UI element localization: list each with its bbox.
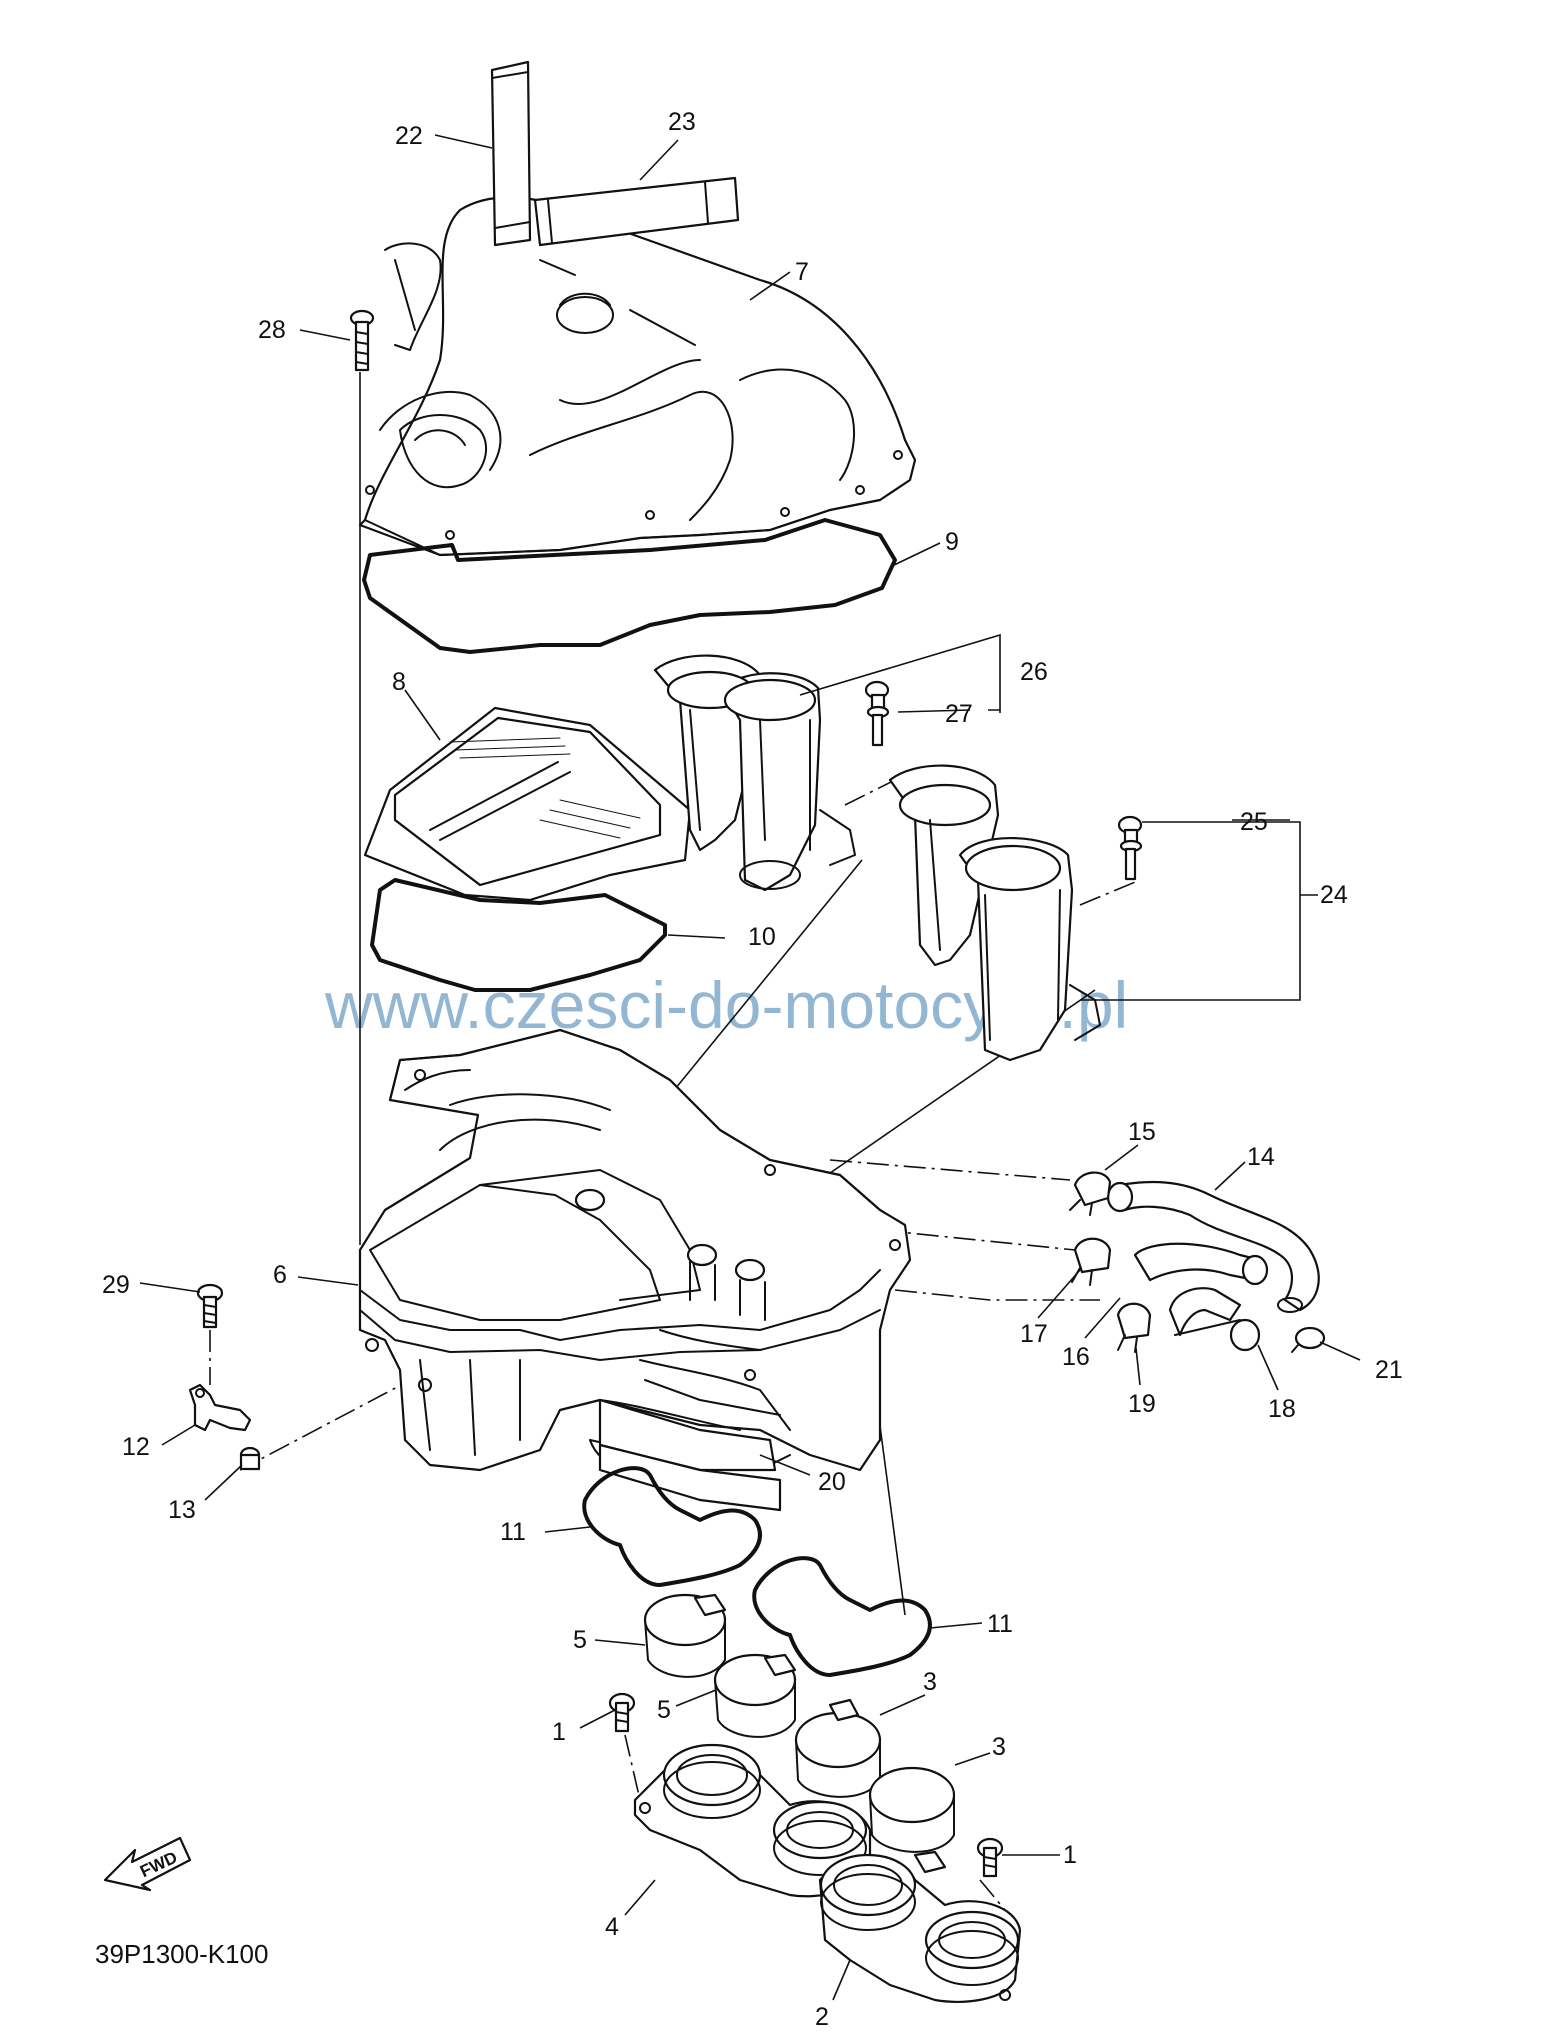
callout-25: 25 (1240, 808, 1268, 836)
callout-22: 22 (395, 122, 423, 150)
hose-14 (1106, 1180, 1320, 1313)
nut-13 (239, 1446, 261, 1471)
callout-15: 15 (1128, 1118, 1156, 1146)
callout-2: 2 (815, 2003, 829, 2031)
screw-1-left (608, 1692, 636, 1733)
callout-28: 28 (258, 316, 286, 344)
gasket-11-left (582, 1466, 762, 1587)
screw-29 (196, 1283, 224, 1329)
air-filter-element-8 (363, 706, 692, 902)
gasket-11-right (752, 1556, 932, 1677)
callout-3-upper: 3 (923, 1668, 937, 1696)
callout-27: 27 (945, 700, 973, 728)
clamp-5-lower (713, 1653, 797, 1738)
funnel-26 (653, 654, 856, 892)
screw-28 (349, 309, 375, 372)
clamp-15 (1069, 1171, 1112, 1216)
funnel-24 (888, 764, 1101, 1062)
fwd-arrow-icon: FWD (103, 1836, 192, 1892)
gasket-10 (370, 878, 667, 992)
screw-25 (1117, 815, 1143, 881)
callout-4: 4 (605, 1913, 619, 1941)
callout-26: 26 (1020, 658, 1048, 686)
callout-21: 21 (1375, 1356, 1403, 1384)
callout-17: 17 (1020, 1320, 1048, 1348)
callout-12: 12 (122, 1433, 150, 1461)
gasket-9 (362, 518, 897, 654)
clip-21 (1291, 1326, 1326, 1353)
diagram-code: 39P1300-K100 (95, 1939, 268, 1969)
clamp-3-lower (868, 1766, 956, 1874)
callout-18: 18 (1268, 1395, 1296, 1423)
duct-23 (533, 176, 740, 247)
callout-1-left: 1 (552, 1718, 566, 1746)
carburetor-joint-2 (818, 1853, 1022, 2003)
callout-labels: 22 23 7 28 9 26 27 8 25 24 10 15 14 29 6… (102, 108, 1403, 2031)
carburetor-joint-4 (633, 1743, 872, 1898)
callout-8: 8 (392, 668, 406, 696)
callout-5-lower: 5 (657, 1696, 671, 1724)
callout-9: 9 (945, 528, 959, 556)
callout-5-upper: 5 (573, 1626, 587, 1654)
callout-23: 23 (668, 108, 696, 136)
callout-13: 13 (168, 1496, 196, 1524)
callout-19: 19 (1128, 1390, 1156, 1418)
screw-1-right (976, 1837, 1004, 1878)
air-cleaner-case-6 (358, 1028, 912, 1491)
clamp-3-upper (794, 1698, 882, 1798)
hose-16 (1133, 1242, 1269, 1286)
clamp-5-upper (643, 1593, 727, 1678)
screw-27 (864, 680, 890, 747)
callout-6: 6 (273, 1261, 287, 1289)
callout-16: 16 (1062, 1343, 1090, 1371)
callout-20: 20 (818, 1468, 846, 1496)
duct-22 (490, 60, 532, 247)
callout-3-lower: 3 (992, 1733, 1006, 1761)
callout-29: 29 (102, 1271, 130, 1299)
callout-1-right: 1 (1063, 1841, 1077, 1869)
callout-10: 10 (748, 923, 776, 951)
callout-7: 7 (795, 258, 809, 286)
callout-11-left: 11 (500, 1518, 526, 1546)
stay-12 (188, 1383, 252, 1432)
air-cleaner-cap (358, 196, 917, 557)
clamp-19 (1116, 1302, 1152, 1353)
callout-11-right: 11 (987, 1610, 1013, 1638)
callout-14: 14 (1247, 1143, 1275, 1171)
leader-lines (139, 134, 1361, 2001)
joint-20 (598, 1398, 782, 1512)
callout-24: 24 (1320, 881, 1348, 909)
clamp-17 (1071, 1237, 1112, 1286)
hose-18 (1168, 1287, 1261, 1352)
